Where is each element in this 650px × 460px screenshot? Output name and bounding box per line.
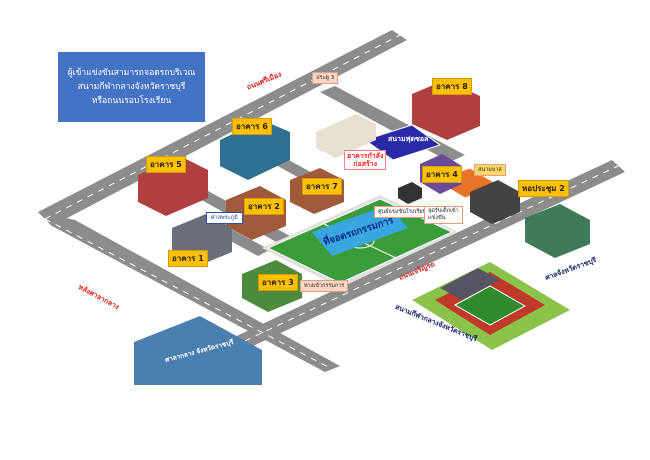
parking-notice: ผู้เข้าแข่งขันสามารถจอดรถบริเวณ สนามกีฬา…: [58, 52, 205, 122]
lane-left: [44, 218, 333, 370]
building-8: [412, 80, 480, 140]
stadium-pitch: [453, 285, 527, 326]
hall-2: [470, 180, 520, 224]
construction-line-2: ก่อสร้าง: [353, 160, 378, 168]
road-bottom: [228, 160, 625, 352]
stadium-stand: [440, 268, 500, 300]
building-3-label: อาคาร 3: [258, 274, 298, 291]
stadium: [412, 262, 570, 350]
building-2-label: อาคาร 2: [244, 198, 284, 215]
hall-2-label: หอประชุม 2: [518, 180, 569, 197]
pavilion-label: ศาลพระภูมิ: [206, 212, 243, 224]
building-6-label: อาคาร 6: [232, 118, 272, 135]
gate-3-label: ประตู 3: [312, 72, 339, 84]
building-6: [220, 120, 290, 180]
court-house: [525, 204, 590, 258]
futsal-label: สนามฟุตซอล: [388, 135, 429, 143]
basketball-label: สนามบาส: [474, 164, 506, 176]
building-1-label: อาคาร 1: [168, 250, 208, 267]
city-hall: [134, 316, 262, 385]
building-7-label: อาคาร 7: [302, 178, 342, 195]
registration-line-2: แข่งขัน: [428, 215, 446, 221]
notice-line-3: หรือถนนรอบโรงเรียน: [91, 96, 172, 106]
registration-label: จุดรับเด็กเข้า แข่งขัน: [424, 206, 463, 224]
committee-parking-label: ทางเข้ากรรมการ: [300, 280, 349, 292]
contest-center-label: ศูนย์แข่งขันโรงเรียน: [374, 206, 431, 218]
construction-line-1: อาคารกำลัง: [347, 152, 384, 160]
field-lines: [266, 198, 454, 284]
building-5-label: อาคาร 5: [146, 156, 186, 173]
pavilion: [398, 182, 422, 204]
notice-line-2: สนามกีฬากลางจังหวัดราชบุรี: [77, 82, 186, 92]
registration-line-1: จุดรับเด็กเข้า: [428, 208, 459, 214]
building-4-label: อาคาร 4: [422, 166, 462, 183]
construction-label: อาคารกำลัง ก่อสร้าง: [344, 150, 387, 170]
notice-line-1: ผู้เข้าแข่งขันสามารถจอดรถบริเวณ: [67, 68, 196, 78]
houses: [316, 114, 376, 158]
building-8-label: อาคาร 8: [432, 78, 472, 95]
